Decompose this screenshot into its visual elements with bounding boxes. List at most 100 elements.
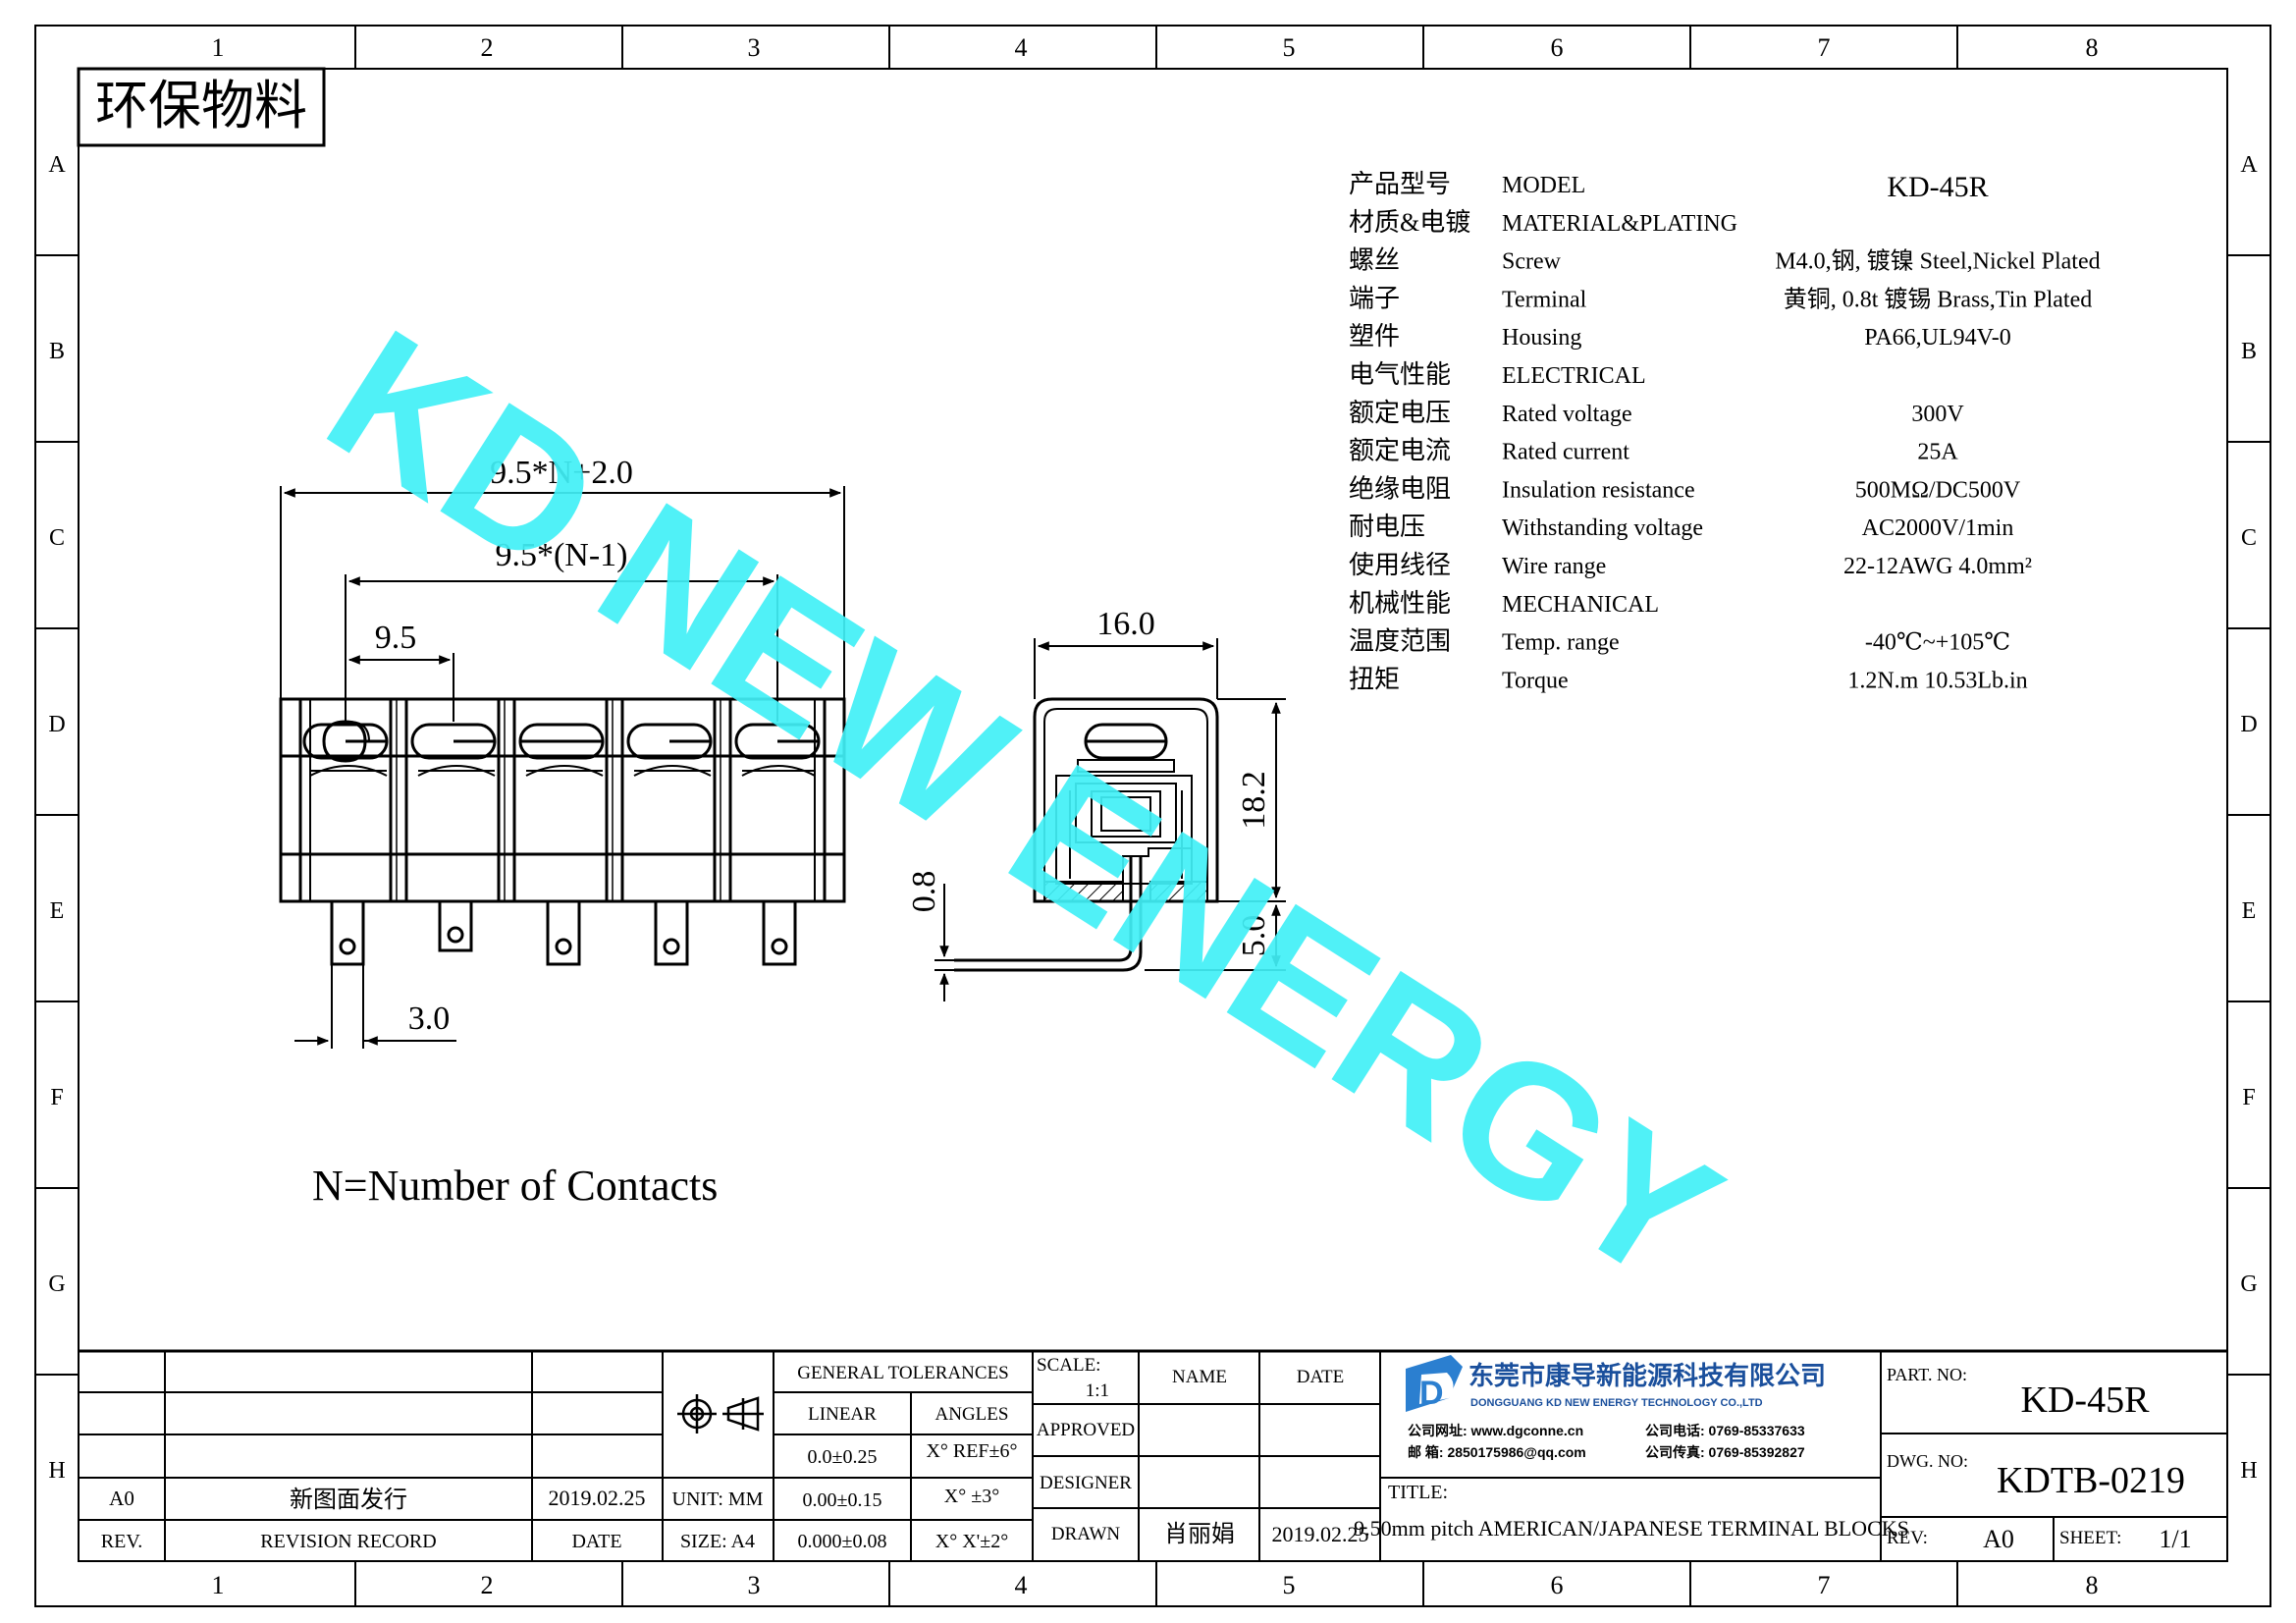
row-label: E (50, 898, 65, 924)
row-label: E (2242, 898, 2257, 924)
company-web: 公司网址: www.dgconne.cn (1408, 1423, 1583, 1438)
part-info: PART. NO: KD-45R DWG. NO: KDTB-0219 REV:… (1887, 1365, 2192, 1553)
dim-pitch: 9.5 (375, 620, 417, 656)
company-name-en: DONGGUANG KD NEW ENERGY TECHNOLOGY CO.,L… (1470, 1397, 1763, 1409)
spec-cn: 绝缘电阻 (1349, 474, 1451, 503)
spec-value: M4.0,钢, 镀镍 Steel,Nickel Plated (1775, 248, 2100, 275)
drawing-title: 9.50mm pitch AMERICAN/JAPANESE TERMINAL … (1354, 1516, 1909, 1541)
spec-en: Wire range (1502, 554, 1606, 579)
spec-value: 22-12AWG 4.0mm² (1843, 554, 2032, 579)
row-label: B (49, 339, 65, 364)
column-labels-bottom: 1 2 3 4 5 6 7 8 (212, 1571, 2099, 1599)
col-label: 8 (2086, 1571, 2099, 1599)
col-label: 5 (1283, 1571, 1296, 1599)
dim-span: 9.5*(N-1) (495, 537, 627, 573)
spec-cn: 电气性能 (1349, 360, 1451, 389)
spec-en: MATERIAL&PLATING (1502, 211, 1737, 237)
size-label: SIZE: A4 (680, 1531, 755, 1552)
spec-en: Torque (1502, 668, 1569, 693)
column-labels-top: 1 2 3 4 5 6 7 8 (212, 33, 2099, 62)
spec-cn: 机械性能 (1349, 589, 1451, 618)
front-view-pins (330, 899, 797, 966)
row-label: A (2240, 152, 2258, 178)
front-view-dimension-labels: 9.5*N+2.0 9.5*(N-1) 9.5 3.0 (375, 455, 633, 1037)
row-label: F (50, 1085, 63, 1110)
date-value: 2019.02.25 (549, 1486, 646, 1510)
spec-en: Terminal (1502, 287, 1587, 312)
spec-cn: 使用线径 (1349, 551, 1451, 579)
spec-cn: 螺丝 (1349, 246, 1400, 275)
front-view-dimensions (280, 486, 845, 1049)
side-view-dimensions (934, 638, 1286, 1001)
angle-tol: X° REF±6° (926, 1440, 1017, 1462)
row-label: A (48, 152, 66, 178)
record-value: 新图面发行 (290, 1487, 407, 1513)
row-label: F (2242, 1085, 2255, 1110)
approval-table: SCALE: 1:1 APPROVED DESIGNER DRAWN NAME … (1037, 1355, 1369, 1547)
spec-value: 25A (1917, 440, 1958, 465)
rev-field: A0 (1983, 1525, 2014, 1553)
spec-value: KD-45R (1887, 171, 1988, 203)
scale-label: SCALE: (1037, 1355, 1100, 1376)
angles-label: ANGLES (935, 1404, 1009, 1425)
name-label: NAME (1172, 1367, 1227, 1387)
projection-symbol-icon (677, 1394, 764, 1434)
spec-cn: 产品型号 (1349, 170, 1451, 198)
date-label: DATE (571, 1531, 621, 1552)
record-label: REVISION RECORD (260, 1531, 436, 1552)
spec-en: Housing (1502, 325, 1581, 351)
unit-label: UNIT: MM (672, 1488, 764, 1510)
dim-pin-length: 5.0 (1236, 915, 1272, 957)
eco-material-badge: 环保物料 (77, 67, 326, 147)
col-label: 1 (212, 33, 225, 62)
rev-label: REV. (101, 1531, 142, 1552)
sheet-label: SHEET: (2059, 1528, 2121, 1548)
spec-value: 黄铜, 0.8t 镀锡 Brass,Tin Plated (1784, 286, 2092, 312)
title-block-grid (79, 1349, 2227, 1561)
rev-field-label: REV: (1887, 1528, 1928, 1548)
company-info: 东莞市康导新能源科技有限公司 DONGGUANG KD NEW ENERGY T… (1408, 1361, 1826, 1460)
spec-cn: 扭矩 (1349, 665, 1400, 693)
revision-table: A0 新图面发行 2019.02.25 REV. REVISION RECORD… (101, 1486, 764, 1552)
spec-cn: 耐电压 (1349, 513, 1425, 541)
col-label: 2 (481, 1571, 494, 1599)
row-label: B (2241, 339, 2257, 364)
row-labels-right: A B C D E F G H (2240, 152, 2258, 1484)
linear-tol: 0.0±0.25 (808, 1446, 878, 1468)
front-view (279, 697, 846, 903)
spec-cn: 额定电压 (1349, 399, 1451, 427)
frame-ticks (35, 26, 2270, 1606)
part-no-label: PART. NO: (1887, 1365, 1967, 1384)
spec-value: 300V (1911, 402, 1964, 427)
front-view-screws (302, 720, 821, 777)
approved-label: APPROVED (1037, 1420, 1135, 1440)
col-label: 4 (1015, 1571, 1028, 1599)
spec-en: Rated current (1502, 440, 1629, 465)
spec-cn: 额定电流 (1349, 437, 1451, 465)
row-label: G (48, 1271, 65, 1297)
spec-cn: 塑件 (1349, 322, 1400, 351)
company-name-cn: 东莞市康导新能源科技有限公司 (1468, 1361, 1826, 1390)
spec-value: 1.2N.m 10.53Lb.in (1847, 668, 2027, 693)
side-view-pin (954, 856, 1143, 972)
col-label: 8 (2086, 33, 2099, 62)
company-email: 邮 箱: 2850175986@qq.com (1408, 1444, 1586, 1460)
spec-value: -40℃~+105℃ (1865, 630, 2010, 656)
drawn-date: 2019.02.25 (1272, 1522, 1369, 1546)
col-label: 7 (1818, 33, 1831, 62)
dwg-no: KDTB-0219 (1997, 1460, 2185, 1501)
date-header: DATE (1297, 1367, 1345, 1387)
row-label: C (49, 525, 65, 551)
company-phone: 公司电话: 0769-85337633 (1645, 1423, 1805, 1438)
spec-en: Screw (1502, 249, 1562, 275)
col-label: 7 (1818, 1571, 1831, 1599)
spec-en: Temp. range (1502, 630, 1620, 656)
row-label: D (48, 712, 65, 737)
contacts-note: N=Number of Contacts (312, 1162, 718, 1210)
tolerances-table: GENERAL TOLERANCES LINEAR ANGLES 0.0±0.2… (797, 1363, 1017, 1552)
company-logo: D (1406, 1355, 1463, 1412)
dim-thickness: 0.8 (906, 871, 942, 913)
spec-cn: 温度范围 (1349, 627, 1451, 656)
